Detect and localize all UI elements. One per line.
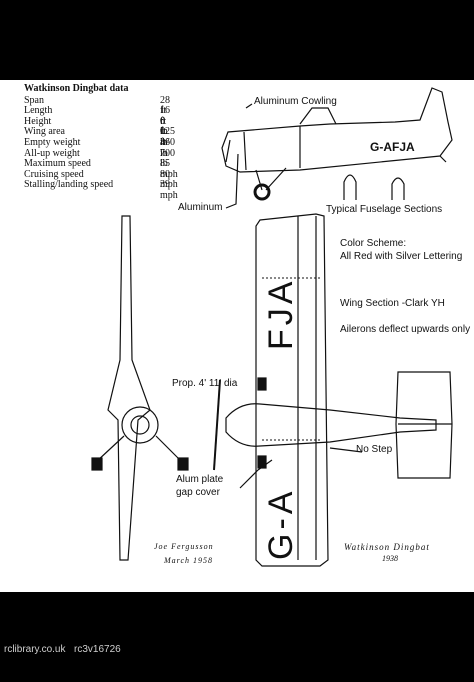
side-view-canopy (299, 107, 337, 125)
wing-registration-bottom: G-A (262, 487, 300, 560)
plan-view-fuselage (225, 403, 437, 447)
plan-view-propeller (213, 379, 221, 471)
footer-id: rc3v16726 (74, 644, 121, 655)
drawing-title: Watkinson Dingbat (344, 542, 430, 552)
fuselage-section-2 (391, 177, 405, 200)
label-color-scheme: Color Scheme: (340, 238, 407, 249)
plan-view-wing (255, 213, 329, 567)
side-view-fuselage (221, 87, 453, 173)
footer-bar: rclibrary.co.uk rc3v16726 (0, 640, 474, 660)
front-view-nose (121, 406, 159, 444)
front-view-gear (95, 435, 183, 463)
drawing-year: 1938 (382, 554, 398, 563)
signature-name: Joe Fergusson (154, 542, 214, 551)
label-prop: Prop. 4' 11' dia (172, 378, 238, 389)
side-registration: G-AFJA (370, 140, 415, 154)
label-ailerons: Ailerons deflect upwards only (340, 324, 471, 335)
wing-registration-top: FJA (262, 277, 300, 350)
label-alum-plate: Alum plate (176, 474, 224, 485)
label-aluminum: Aluminum (178, 202, 223, 213)
specs-title: Watkinson Dingbat data (24, 83, 129, 94)
side-view-wheel (253, 183, 271, 201)
label-fuselage-sections: Typical Fuselage Sections (326, 204, 443, 215)
label-wing-section: Wing Section -Clark YH (340, 298, 445, 309)
label-aluminum-cowling: Aluminum Cowling (254, 96, 337, 107)
side-view-landing-gear (255, 167, 287, 191)
front-view-wing (107, 215, 151, 561)
label-color-scheme-detail: All Red with Silver Lettering (340, 251, 463, 262)
fuselage-section-1 (343, 174, 357, 200)
side-view-tailskid (439, 155, 447, 163)
label-gap-cover: gap cover (176, 487, 220, 498)
signature-date: March 1958 (164, 556, 214, 565)
label-no-step: No Step (356, 444, 393, 455)
plan-view-tailplane (395, 371, 453, 479)
footer-site: rclibrary.co.uk (4, 644, 66, 655)
